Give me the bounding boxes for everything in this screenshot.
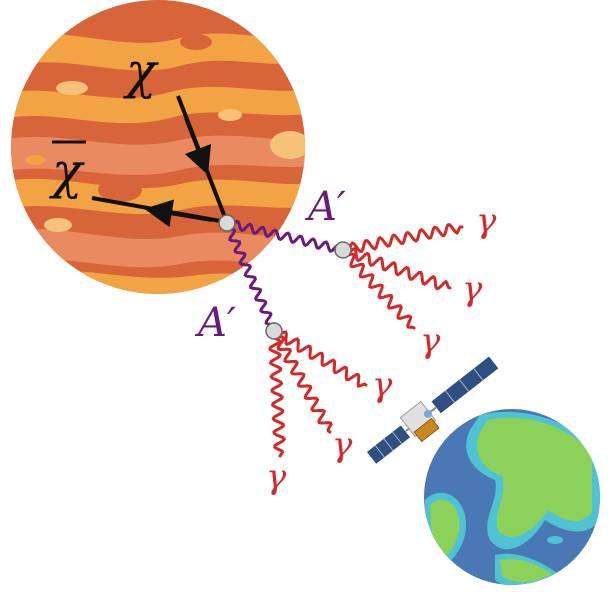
- photon-label-lower-3: γ: [266, 457, 287, 497]
- fermion-lines: [91, 95, 228, 228]
- decay-vertex-lower: [265, 322, 283, 340]
- satellite-icon: [365, 355, 500, 466]
- photon-label-lower-2: γ: [332, 425, 353, 465]
- chi-arrow: [184, 117, 212, 176]
- photon-line-upper-1: [341, 222, 464, 255]
- photon-line-upper-3: [341, 248, 416, 330]
- propagator-lines: [224, 219, 464, 458]
- decay-vertex-upper: [334, 241, 352, 259]
- annihilation-vertex: [218, 214, 236, 232]
- photon-label-upper-2: γ: [462, 269, 483, 309]
- photon-line-lower-1: [272, 329, 368, 388]
- earth-icon: [424, 409, 600, 585]
- photon-line-lower-2: [271, 329, 333, 434]
- photon-line-upper-2: [341, 247, 452, 291]
- photon-label-lower-1: γ: [372, 365, 393, 405]
- jupiter-icon: [11, 0, 305, 294]
- photon-label-upper-3: γ: [420, 321, 441, 361]
- dark-photon-line-lower: [224, 221, 277, 333]
- dark-photon-line-upper: [225, 219, 345, 253]
- chi-bar-label: χ: [49, 140, 86, 200]
- vertices: [218, 214, 352, 340]
- chi-bar-symbol: χ: [49, 142, 85, 200]
- chibar-arrow: [144, 199, 213, 228]
- dark-photon-label-upper: A′: [304, 184, 346, 230]
- chi-label: χ: [123, 42, 159, 100]
- photon-line-lower-3: [268, 329, 287, 458]
- dark-photon-label-lower: A′: [194, 300, 236, 346]
- photon-label-upper-1: γ: [476, 201, 497, 241]
